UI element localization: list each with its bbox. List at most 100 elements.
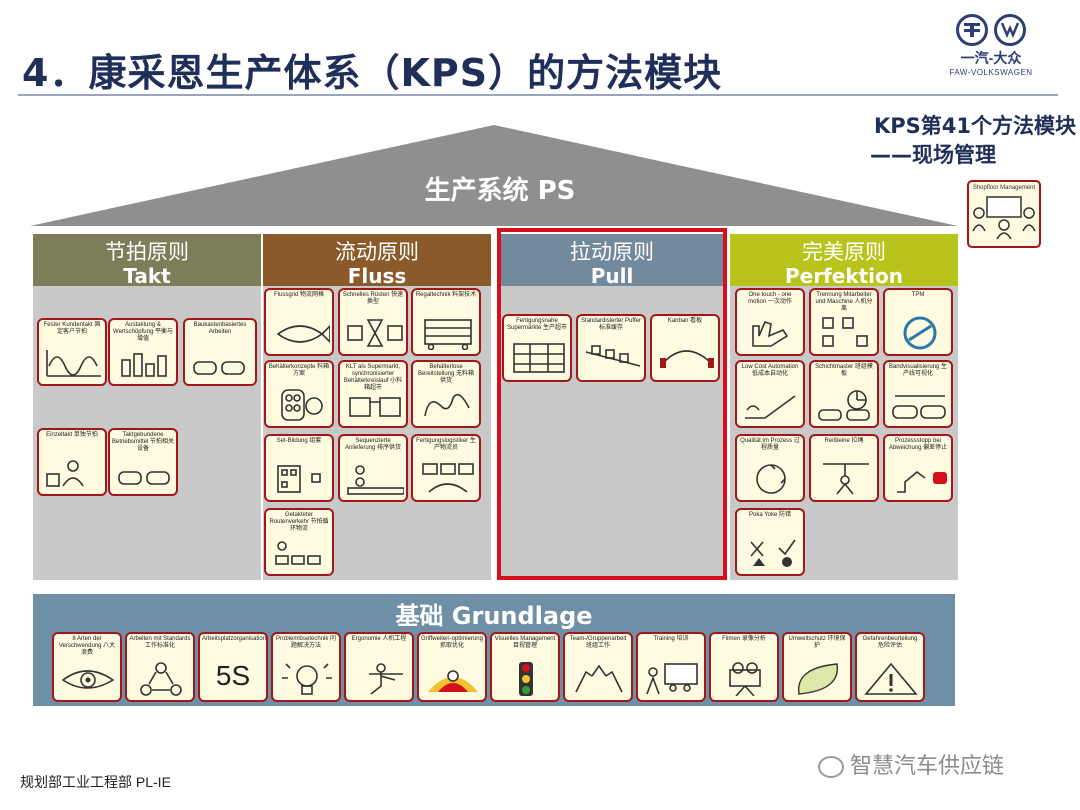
set-icon xyxy=(277,465,321,493)
foundation-method-card-label: Ergonomie 人机工程 xyxy=(351,636,407,642)
foundation-method-card-label: Visuelles Management 目视管理 xyxy=(494,636,556,649)
footer-department: 规划部工业工程部 PL-IE xyxy=(20,774,171,790)
eye-icon xyxy=(61,670,115,689)
kps-note: KPS第41个方法模块 ——现场管理 xyxy=(826,112,1076,170)
fluss-method-card-label: Flussgrid 物流网格 xyxy=(273,292,324,298)
fluss-method-card-label: KLT als Supermarkt, synchronisierter Beh… xyxy=(343,364,403,391)
logo-text-en: FAW-VOLKSWAGEN xyxy=(949,68,1033,77)
foundation-method-card-label: Griffweiten-optimierung 抓取优化 xyxy=(421,636,483,649)
cycle-icon xyxy=(756,464,786,494)
shopfloor-management-card[interactable]: Shopfloor Management xyxy=(967,180,1041,248)
logistics-icon xyxy=(422,463,474,493)
line-icon xyxy=(892,395,946,419)
watermark: 智慧汽车供应链 xyxy=(818,748,1004,780)
foundation-card-big-text: 5S xyxy=(215,660,251,691)
perfektion-method-card-label: Poka Yoke 防错 xyxy=(748,512,792,518)
hands-icon xyxy=(575,664,623,693)
foundation-method-card[interactable]: Training 培训 xyxy=(636,632,706,702)
fluss-method-card[interactable]: Fertigungslogistiker 生产物流员 xyxy=(411,434,481,502)
takt-method-card[interactable]: Einzeltakt 单独节拍 xyxy=(37,428,107,496)
foundation-method-card[interactable]: Team-/Gruppenarbeit 班组工作 xyxy=(563,632,633,702)
foundation-method-card-label: Training 培训 xyxy=(653,636,689,642)
pull-method-card[interactable]: Kanban 看板 xyxy=(650,314,720,382)
pull-method-card[interactable]: Standardisierter Puffer 标准缓存 xyxy=(576,314,646,382)
vw-logo-icon xyxy=(994,14,1026,46)
car-line-icon xyxy=(193,361,245,375)
wechat-icon xyxy=(818,756,844,778)
column-fluss-cn: 流动原则 xyxy=(335,240,419,264)
perfektion-method-card[interactable]: Qualität im Prozess 过程质量 xyxy=(735,434,805,502)
foundation-method-card[interactable]: Visuelles Management 目视管理 xyxy=(490,632,560,702)
robot-icon xyxy=(897,470,947,493)
reach-icon xyxy=(428,670,478,692)
pie-icon xyxy=(818,390,870,421)
perfektion-method-card[interactable]: Poka Yoke 防错 xyxy=(735,508,805,576)
perfektion-method-card-label: Trennung Mitarbeiter und Maschine 人机分离 xyxy=(815,292,873,312)
hand-icon xyxy=(752,321,789,347)
perfektion-method-card[interactable]: Bandvisualisierung 生产线可视化 xyxy=(883,360,953,428)
perfektion-method-card[interactable]: Trennung Mitarbeiter und Maschine 人机分离 xyxy=(809,288,879,356)
leaf-icon xyxy=(798,663,838,695)
perfektion-method-card-label: Low Cost Automation 低成本自动化 xyxy=(741,364,799,377)
foundation-method-card[interactable]: Umweltschutz 环境保护 xyxy=(782,632,852,702)
fluss-method-card[interactable]: KLT als Supermarkt, synchronisierter Beh… xyxy=(338,360,408,428)
perfektion-method-card[interactable]: One touch - one motion 一次动作 xyxy=(735,288,805,356)
foundation-label: 基础 Grundlage xyxy=(395,602,593,630)
fish-flow-icon xyxy=(276,324,330,344)
fluss-method-card[interactable]: Getakteter Routenverkehr 节拍循环物流 xyxy=(264,508,334,576)
foundation-method-card[interactable]: Griffweiten-optimierung 抓取优化 xyxy=(417,632,487,702)
column-takt-header: 节拍原则 Takt xyxy=(33,234,261,288)
perfektion-method-card[interactable]: Low Cost Automation 低成本自动化 xyxy=(735,360,805,428)
perfektion-method-card[interactable]: Schichtmaster 班组模板 xyxy=(809,360,879,428)
column-pull-de: Pull xyxy=(590,264,634,288)
column-pull-cn: 拉动原则 xyxy=(570,240,654,264)
rope-icon xyxy=(823,463,869,495)
watermark-text: 智慧汽车供应链 xyxy=(850,754,1005,779)
fluss-method-card-label: Fertigungslogistiker 生产物流员 xyxy=(416,438,476,451)
pull-method-card-label: Fertigungsnahe Supermärkte 生产超市 xyxy=(506,318,567,331)
foundation-method-card[interactable]: Ergonomie 人机工程 xyxy=(344,632,414,702)
foundation-method-card-label: Gefahrenbeurteilung 危险评估 xyxy=(862,636,918,649)
column-takt-cn: 节拍原则 xyxy=(105,240,189,264)
fluss-method-card[interactable]: Behälterlose Bereitstellung 无料箱供货 xyxy=(411,360,481,428)
faw-logo-icon xyxy=(956,14,988,46)
foundation-method-card[interactable]: Filmen 录像分析 xyxy=(709,632,779,702)
perfektion-method-card[interactable]: Reißleine 拉绳 xyxy=(809,434,879,502)
ergo-icon xyxy=(369,663,403,695)
klt-icon xyxy=(349,397,401,417)
train-icon xyxy=(275,541,321,565)
perfektion-method-card-label: One touch - one motion 一次动作 xyxy=(748,292,792,305)
foundation-method-card[interactable]: Problemlösetechnik 问题解决方法 xyxy=(271,632,341,702)
foundation-method-card[interactable]: Gefahrenbeurteilung 危险评估 xyxy=(855,632,925,702)
fluss-method-card[interactable]: Sequenzierte Anlieferung 排序供货 xyxy=(338,434,408,502)
foundation-method-card-label: Umweltschutz 环境保护 xyxy=(788,636,846,649)
training-icon xyxy=(646,663,698,695)
takt-method-card[interactable]: Fester Kundentakt 固定客户节拍 xyxy=(37,318,107,386)
camera-icon xyxy=(729,662,761,696)
foundation-method-card-label: Problemlösetechnik 问题解决方法 xyxy=(275,636,337,649)
pull-method-card[interactable]: Fertigungsnahe Supermärkte 生产超市 xyxy=(502,314,572,382)
takt-method-card[interactable]: Austaktung & Wertschöpfung 平衡与增值 xyxy=(108,318,178,386)
fluss-method-card-label: Schnelles Rüsten 快速换型 xyxy=(342,292,404,305)
fluss-method-card[interactable]: Schnelles Rüsten 快速换型 xyxy=(338,288,408,356)
foundation-method-card[interactable]: 8 Arten der Verschwendung 八大浪费 xyxy=(52,632,122,702)
column-fluss-header: 流动原则 Fluss xyxy=(263,234,491,288)
takt-method-card[interactable]: Baukastenbasiertes Arbeiten xyxy=(183,318,257,386)
fluss-method-card[interactable]: Regaltechnik 料架技术 xyxy=(411,288,481,356)
perfektion-method-card[interactable]: TPM xyxy=(883,288,953,356)
takt-method-card-label: Austaktung & Wertschöpfung 平衡与增值 xyxy=(113,322,173,342)
fluss-method-card[interactable]: Set-Bildung 组套 xyxy=(264,434,334,502)
takt-method-card[interactable]: Taktgebundene Betriebsmittel 节拍相关设备 xyxy=(108,428,178,496)
foundation-method-card-label: Arbeiten mit Standards 工作标准化 xyxy=(129,636,191,649)
shopfloor-label: Shopfloor Management xyxy=(972,185,1036,191)
foundation-method-card[interactable]: Arbeiten mit Standards 工作标准化 xyxy=(125,632,195,702)
title-divider xyxy=(18,94,1058,96)
column-takt-de: Takt xyxy=(123,264,171,288)
fluss-method-card-label: Set-Bildung 组套 xyxy=(276,438,322,444)
fluss-method-card[interactable]: Behälterkonzepte 料箱方案 xyxy=(264,360,334,428)
pull-method-card-label: Standardisierter Puffer 标准缓存 xyxy=(581,318,641,331)
perfektion-method-card-label: Qualität im Prozess 过程质量 xyxy=(740,438,800,451)
fluss-method-card[interactable]: Flussgrid 物流网格 xyxy=(264,288,334,356)
perfektion-method-card[interactable]: Prozessstopp bei Abweichung 偏差停止 xyxy=(883,434,953,502)
